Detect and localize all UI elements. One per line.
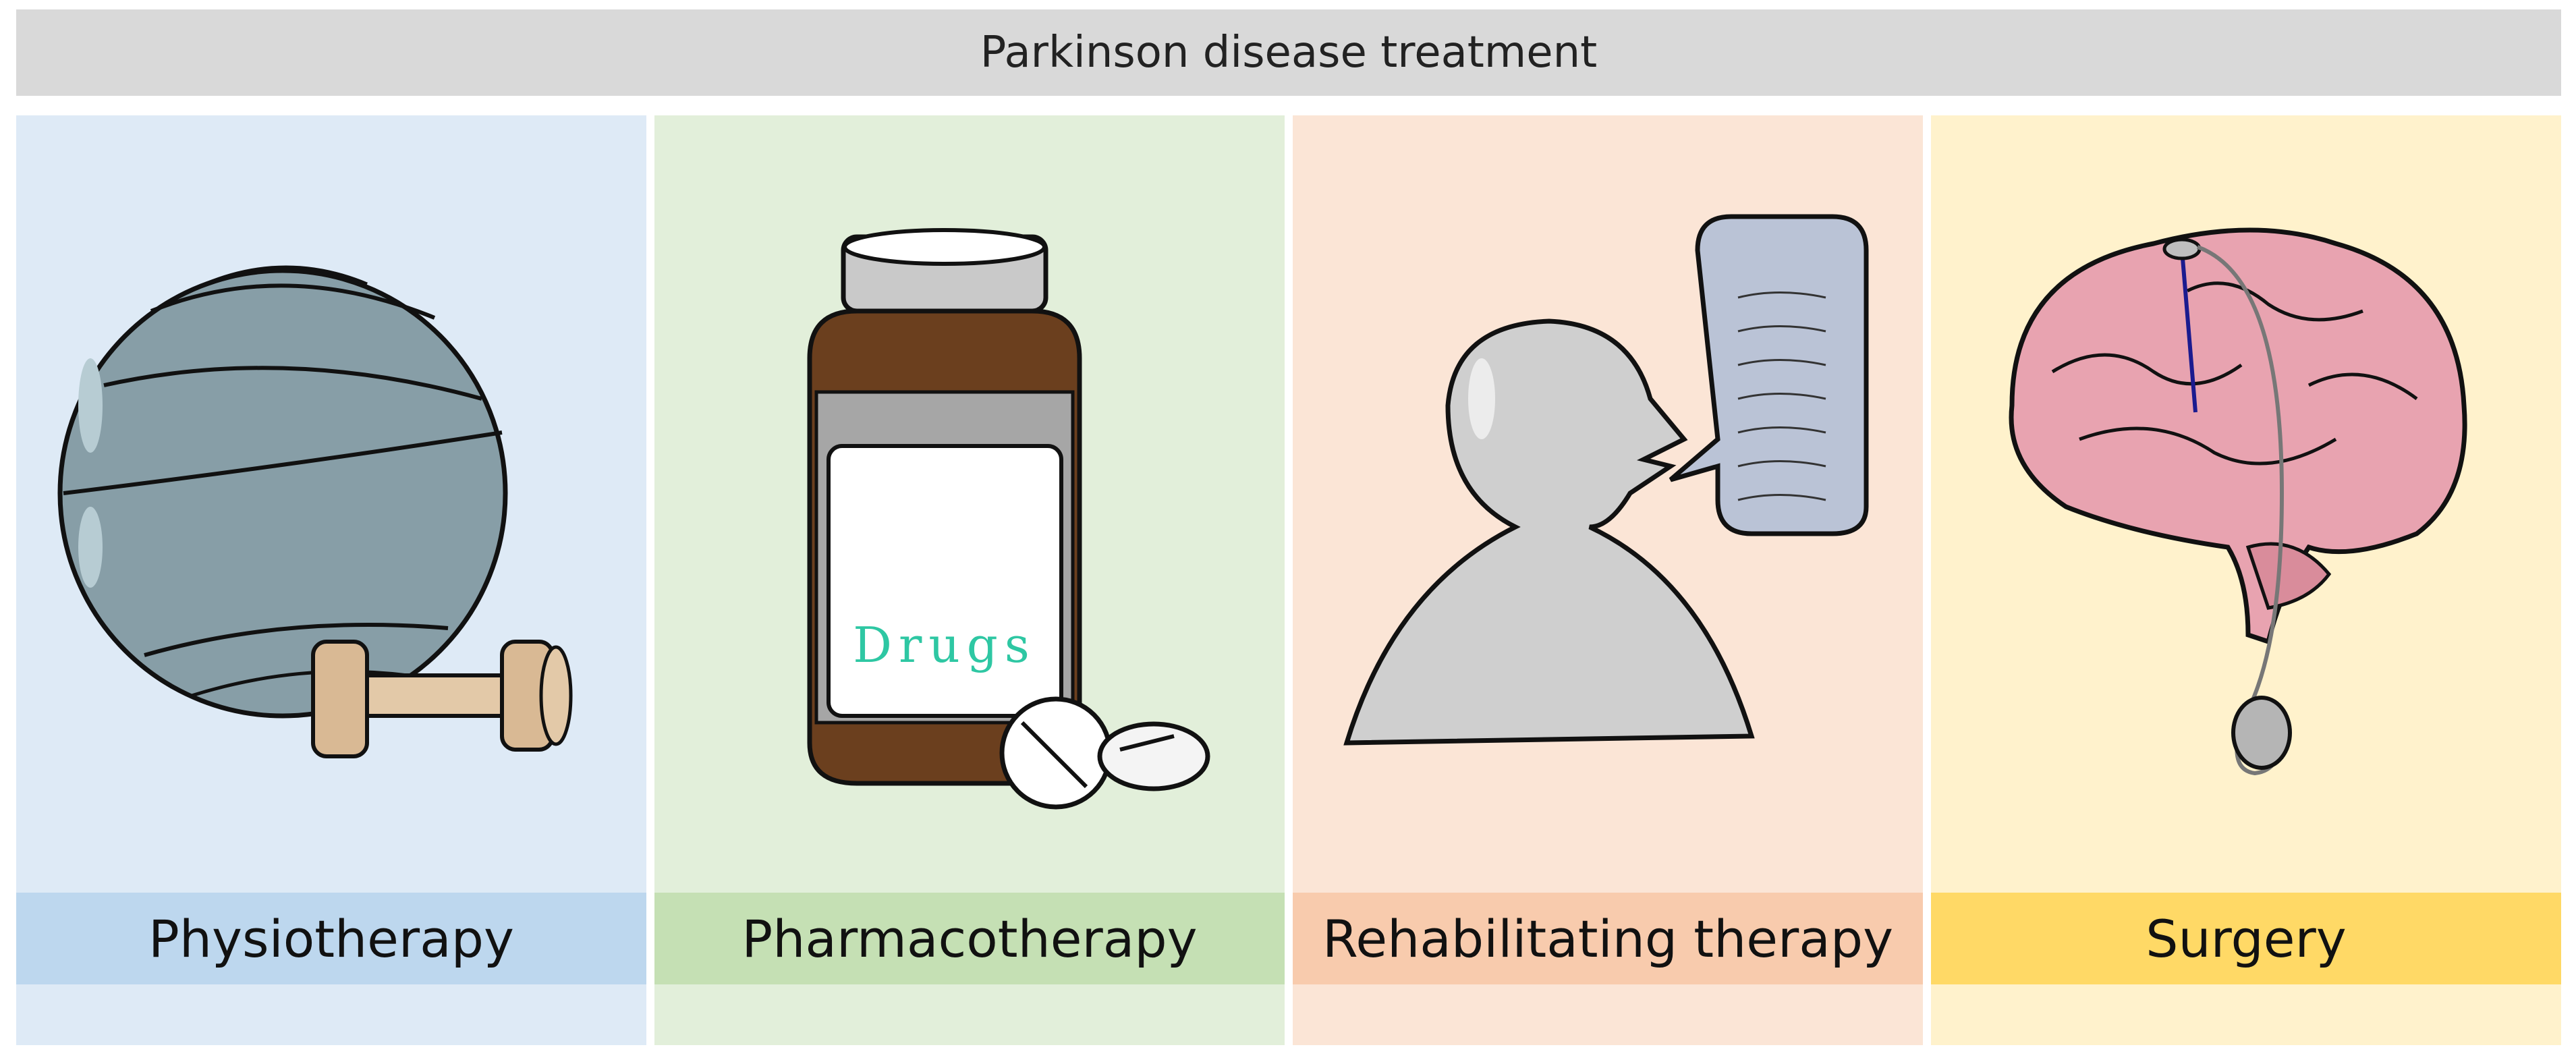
label-rehabilitating-therapy: Rehabilitating therapy [1322, 908, 1894, 969]
panel-surgery: Surgery [1931, 115, 2561, 1045]
panel-pharmacotherapy: Drugs Pharmacotherapy [654, 115, 1285, 1045]
label-band-rehabilitating-therapy: Rehabilitating therapy [1293, 893, 1923, 984]
pill-bottle-icon: Drugs [807, 228, 1210, 810]
label-band-surgery: Surgery [1931, 893, 2561, 984]
label-band-pharmacotherapy: Pharmacotherapy [654, 893, 1285, 984]
panel-physiotherapy: Physiotherapy [16, 115, 646, 1045]
label-physiotherapy: Physiotherapy [148, 908, 514, 969]
label-pharmacotherapy: Pharmacotherapy [741, 908, 1198, 969]
bottle-label-text: Drugs [853, 617, 1036, 673]
label-surgery: Surgery [2146, 908, 2347, 969]
label-band-physiotherapy: Physiotherapy [16, 893, 646, 984]
panel-rehabilitating-therapy: Rehabilitating therapy [1293, 115, 1923, 1045]
diagram-title-bar: Parkinson disease treatment [16, 9, 2561, 96]
diagram-title: Parkinson disease treatment [980, 28, 1598, 78]
exercise-ball-dumbbell-icon [57, 265, 573, 758]
brain-implant-icon [2009, 227, 2467, 776]
speaking-head-icon [1343, 214, 1869, 746]
